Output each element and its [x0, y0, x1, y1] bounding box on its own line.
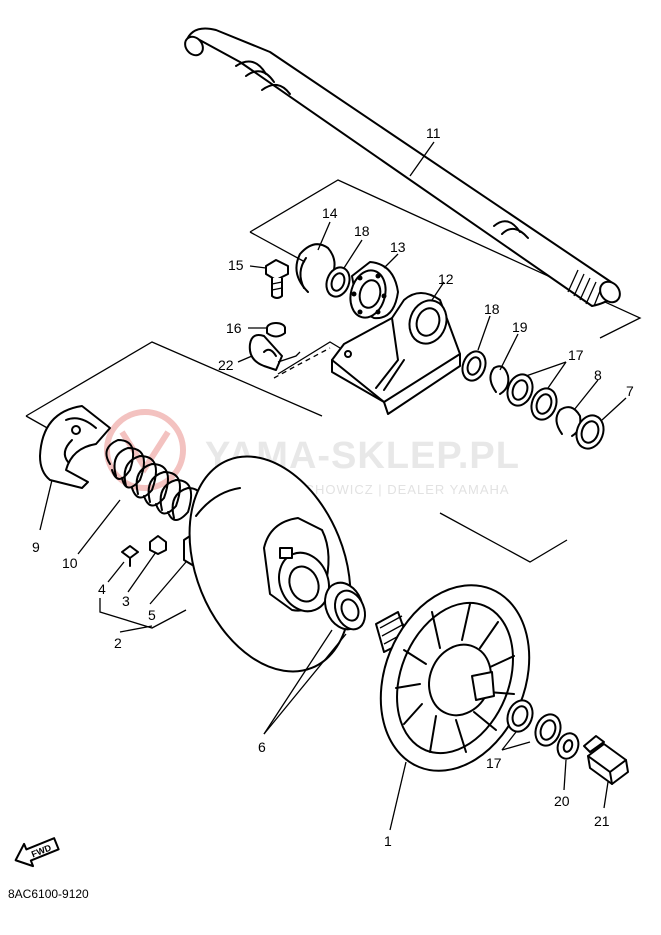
part-14-circlip — [295, 243, 336, 293]
part-22-clamp — [248, 334, 331, 379]
part-11-shaft — [184, 27, 621, 307]
callout-21: 21 — [594, 813, 610, 829]
part-18-washer-lower — [461, 350, 487, 382]
callout-2: 2 — [114, 635, 122, 651]
callout-numbers: 11 14 18 13 12 15 16 22 18 19 17 8 7 9 1… — [32, 125, 634, 849]
part-10-spring — [105, 439, 203, 521]
callout-11: 11 — [426, 125, 441, 141]
part-15-bolt — [265, 259, 289, 299]
part-17-shim-d — [534, 713, 562, 747]
callout-18-lower: 18 — [484, 301, 500, 317]
callout-1: 1 — [384, 833, 392, 849]
callout-4: 4 — [98, 581, 106, 597]
callout-15: 15 — [228, 257, 244, 273]
grouping-frames — [25, 179, 642, 563]
part-1-fixed-sheave — [375, 584, 531, 772]
callout-17-lower: 17 — [486, 755, 502, 771]
callout-8: 8 — [594, 367, 602, 383]
callout-20: 20 — [554, 793, 570, 809]
part-17-shim-b — [530, 387, 558, 421]
part-21-bolt — [583, 735, 629, 785]
part-13-bearing — [349, 261, 399, 320]
watermark-logo-ring — [104, 409, 186, 491]
callout-7: 7 — [626, 383, 634, 399]
callout-14: 14 — [322, 205, 338, 221]
part-20-washer — [556, 732, 580, 760]
forward-arrow: FWD — [14, 837, 60, 868]
part-18-washer-upper — [325, 266, 351, 298]
callout-12: 12 — [438, 271, 454, 287]
part-7-washer — [575, 414, 605, 450]
callout-5: 5 — [148, 607, 156, 623]
callout-22: 22 — [218, 357, 234, 373]
part-16-nut — [266, 322, 286, 338]
callout-16: 16 — [226, 320, 242, 336]
leader-lines — [39, 141, 627, 831]
part-3-slider — [149, 535, 167, 555]
part-17-shim-c — [506, 699, 534, 733]
part-17-shim-a — [506, 373, 534, 407]
callout-9: 9 — [32, 539, 40, 555]
callout-3: 3 — [122, 593, 130, 609]
diagram-code: 8AC6100-9120 — [8, 887, 89, 901]
part-12-bearing-bracket — [331, 292, 461, 415]
part-9-spring-seat — [39, 405, 111, 489]
part-19-circlip — [489, 365, 510, 395]
callout-18-upper: 18 — [354, 223, 370, 239]
part-4-screw — [121, 545, 139, 567]
callout-19: 19 — [512, 319, 528, 335]
callout-17-upper: 17 — [568, 347, 584, 363]
callout-10: 10 — [62, 555, 78, 571]
callout-13: 13 — [390, 239, 406, 255]
part-6-collars — [324, 581, 366, 631]
callout-6: 6 — [258, 739, 266, 755]
movable-sheave — [188, 455, 352, 673]
